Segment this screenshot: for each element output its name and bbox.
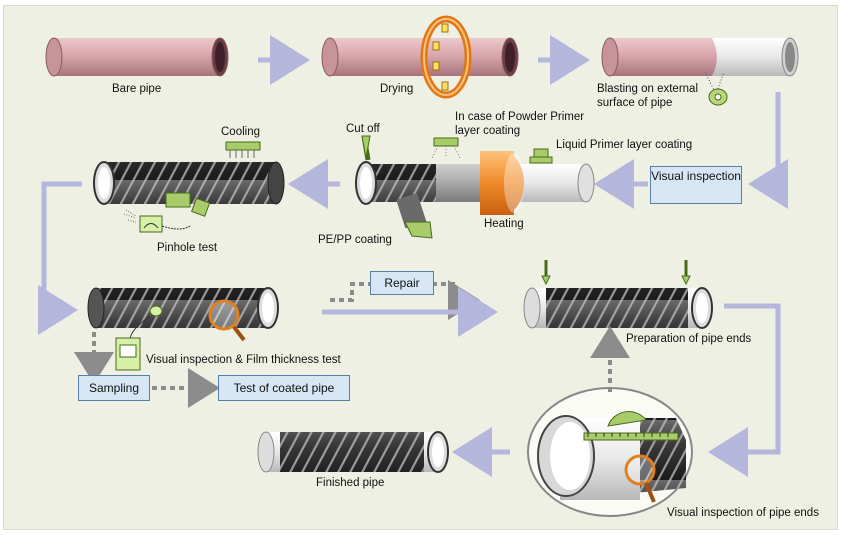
sampling-box: Sampling bbox=[78, 375, 150, 401]
label-cut-off: Cut off bbox=[346, 123, 380, 135]
label-pinhole-test: Pinhole test bbox=[157, 242, 218, 254]
drying-pipe-image bbox=[321, 15, 519, 99]
label-visual-ends: Visual inspection of pipe ends bbox=[667, 507, 819, 519]
label-powder-primer: In case of Powder Primer layer coating bbox=[455, 111, 585, 137]
flow-arrow bbox=[38, 181, 82, 335]
label-liquid-primer: Liquid Primer layer coating bbox=[556, 139, 693, 151]
flow-arrow bbox=[748, 92, 788, 209]
label-blasting: Blasting on external surface of pipe bbox=[597, 83, 699, 109]
cooling-pipe-image bbox=[93, 141, 285, 233]
label-pe-pp-coating: PE/PP coating bbox=[318, 234, 392, 246]
coated-pipe-inspection-image bbox=[87, 287, 279, 371]
label-bare-pipe: Bare pipe bbox=[112, 83, 162, 95]
label-cooling: Cooling bbox=[221, 126, 260, 138]
coating-pipe-image bbox=[355, 135, 595, 239]
test-coated-pipe-box: Test of coated pipe bbox=[218, 375, 350, 401]
pipe-ends-prep-image bbox=[523, 260, 713, 329]
label-finished-pipe: Finished pipe bbox=[316, 477, 385, 489]
blasting-pipe-image bbox=[601, 37, 799, 106]
pipe-end-closeup-image bbox=[527, 387, 693, 517]
label-prep-ends: Preparation of pipe ends bbox=[626, 333, 752, 345]
repair-dashed-arrow bbox=[330, 282, 370, 302]
repair-box: Repair bbox=[370, 271, 434, 295]
label-drying: Drying bbox=[380, 83, 414, 95]
flow-arrow bbox=[708, 303, 781, 477]
finished-pipe-image bbox=[257, 431, 449, 473]
label-visual-film: Visual inspection & Film thickness test bbox=[146, 354, 341, 366]
visual-inspection-box: Visual inspection bbox=[650, 166, 742, 204]
label-heating: Heating bbox=[484, 218, 524, 230]
bare-pipe-image bbox=[45, 37, 229, 77]
repair-dashed-arrow bbox=[432, 280, 480, 320]
